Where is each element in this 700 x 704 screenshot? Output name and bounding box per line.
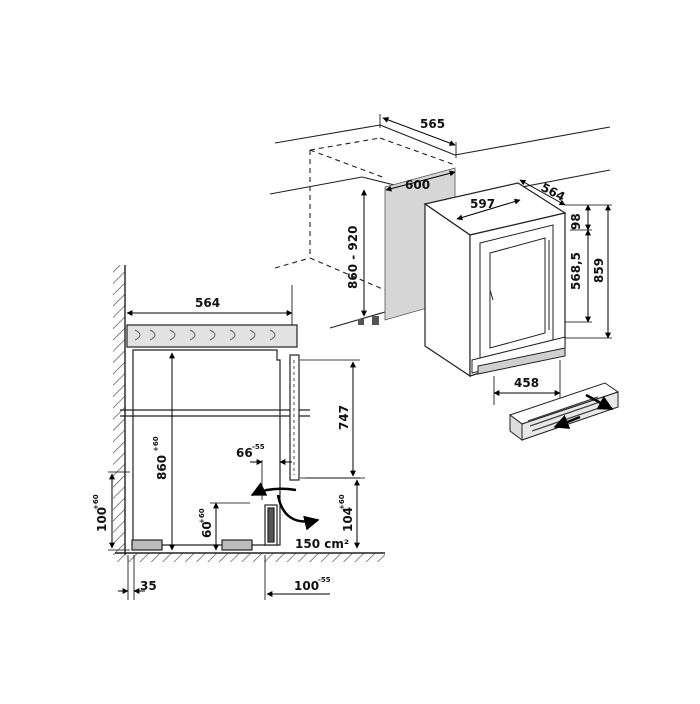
label-niche-depth: 565: [420, 117, 445, 131]
dim-104-right: 104 +60: [305, 477, 365, 549]
floor: [115, 552, 385, 562]
label-counter-depth: 564: [195, 296, 220, 310]
dim-597: 597: [456, 197, 521, 221]
dim-60: 60 +60: [198, 502, 250, 551]
appliance-side: [120, 349, 310, 551]
label-niche-width: 600: [405, 178, 430, 192]
label-vent-height-left-tol: +60: [92, 494, 100, 510]
label-gap-tol: -55: [252, 443, 265, 451]
niche-feet: [358, 316, 379, 325]
label-vent-height-right: 104: [341, 507, 355, 532]
dim-860-920: 860 - 920: [346, 189, 367, 317]
label-plinth-width: 458: [514, 376, 539, 390]
dim-35: 35: [118, 555, 157, 600]
label-plinth-offset-tol: -55: [318, 576, 331, 584]
label-gap: 66: [236, 446, 253, 460]
dim-100-bottom: 100 -55: [264, 555, 331, 600]
dim-100-left: 100 +60: [92, 471, 130, 551]
label-niche-height: 860 - 920: [346, 226, 360, 289]
label-appliance-height: 859: [592, 258, 606, 283]
airflow-arrows: [250, 482, 320, 531]
label-side-height-tol: +60: [152, 436, 160, 452]
dim-right-verticals: [565, 204, 612, 339]
dim-458: 458: [493, 360, 561, 405]
vent-grille: [508, 382, 620, 441]
label-door-height: 568,5: [569, 252, 583, 290]
appliance-door: [471, 224, 566, 375]
label-plinth-offset: 100: [294, 579, 319, 593]
dim-565: 565: [379, 114, 457, 158]
countertop: [126, 324, 298, 348]
label-vent-area: 150 cm²: [295, 537, 349, 551]
label-vent-height-right-tol: +60: [338, 494, 346, 510]
label-top-offset: 98: [569, 213, 583, 230]
label-appliance-width: 597: [470, 197, 495, 211]
label-vent-height-left: 100: [95, 507, 109, 532]
dim-747: [300, 359, 360, 479]
label-base-gap-tol: +60: [198, 508, 206, 524]
label-door-clearance: 747: [337, 405, 351, 430]
dim-860: 860 +60: [152, 352, 175, 551]
label-wall-offset: 35: [140, 579, 157, 593]
dim-600: 600: [385, 170, 456, 192]
label-side-height: 860: [155, 455, 169, 480]
dim-564-counter: 564: [126, 285, 293, 325]
label-base-gap: 60: [200, 521, 214, 538]
